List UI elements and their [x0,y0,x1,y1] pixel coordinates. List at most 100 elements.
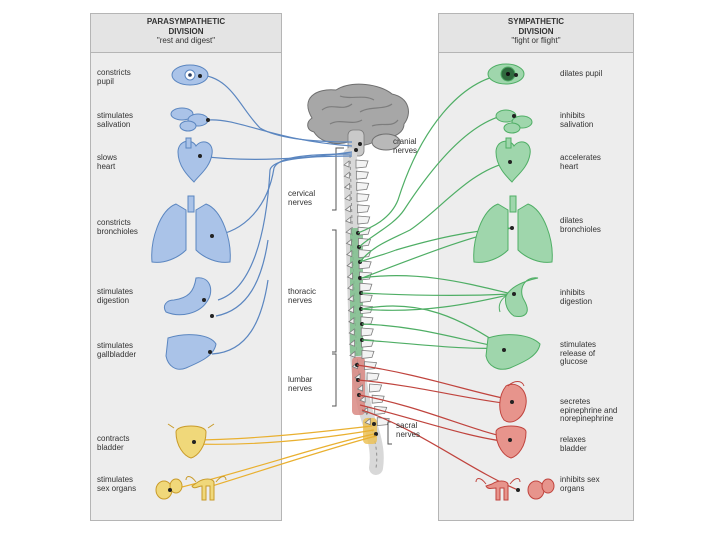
symp-effect-line: heart [560,161,579,171]
para-effect-line: pupil [97,76,114,86]
symp-effect-heart: accelerates heart [560,153,601,171]
nerve-label-line: sacral [396,421,418,430]
symp-effect-line: dilates pupil [560,69,603,78]
nerve-label-line: lumbar [288,375,313,384]
salivary-glands-right [495,109,533,134]
vertebra [343,159,369,169]
symp-effect-line: secretes [560,397,591,406]
nerve-label-line: nerves [288,383,313,393]
symp-effect-line: inhibits [560,288,585,297]
sacral-nerves-label: sacral nerves [396,421,421,439]
symp-effect-bladder: relaxes bladder [560,435,587,453]
nerve-label-line: nerves [396,429,421,439]
vertebra [346,260,372,270]
para-effect-line: sex organs [97,483,137,493]
para-effect-line: stimulates [97,111,134,120]
vertebra [345,237,371,247]
para-effect-line: constricts [97,218,131,227]
vertebra [364,417,390,427]
vertebra [359,394,385,404]
vertebra [343,170,369,180]
sex-organs-left [155,476,227,501]
region-brackets [332,147,392,445]
lungs-left [151,195,231,263]
vertebra [347,282,373,292]
lumbar-nerves-label: lumbar nerves [288,375,313,393]
symp-effect-sex-organs: inhibits sex organs [560,475,600,493]
symp-effect-digestion: inhibits digestion [560,288,592,306]
para-effect-bronchioles: constricts bronchioles [97,218,138,236]
parasympathetic-title-2: DIVISION [168,26,204,36]
para-effect-salivation: stimulates salivation [97,111,134,129]
para-effect-digestion: stimulates digestion [97,287,134,305]
adrenal-gland-right [499,381,527,423]
parasympathetic-title: PARASYMPATHETIC [146,17,226,26]
para-effect-sex-organs: stimulates sex organs [97,475,137,493]
sex-organs-right [475,478,555,501]
para-effect-line: digestion [97,295,130,305]
vertebra [343,181,370,191]
para-effect-heart: slows heart [97,153,118,171]
vertebra [348,316,374,326]
symp-effect-line: bronchioles [560,224,601,234]
symp-effect-salivation: inhibits salivation [560,111,593,129]
nerve-label-line: cervical [288,189,316,198]
symp-effect-pupil: dilates pupil [560,69,603,79]
bladder-left [167,423,215,459]
para-effect-line: bladder [97,442,124,452]
nerve-label-line: cranial [393,137,417,146]
thoracic-nerves-label: thoracic nerves [288,287,317,305]
para-effect-pupil: constricts pupil [97,68,131,86]
nerve-label-line: nerves [288,295,313,305]
heart-right [495,137,531,183]
vertebrae [343,159,390,427]
sympathetic-subtitle: "fight or flight" [511,36,561,45]
para-effect-line: constricts [97,68,131,77]
parasympathetic-subtitle: "rest and digest" [156,36,216,45]
sympathetic-panel [438,13,634,521]
para-effect-gallbladder: stimulates gallbladder [97,341,137,359]
vertebra [344,193,370,203]
cranial-nerves-label: cranial nerves [393,137,418,155]
brain [307,83,409,157]
symp-effect-line: epinephrine and [560,405,618,415]
para-effect-line: stimulates [97,475,134,484]
stomach-right [498,277,539,317]
nerve-label-line: nerves [393,145,418,155]
symp-effect-line: glucose [560,357,588,367]
vertebra [361,405,388,415]
symp-effect-adrenal: secretes epinephrine and norepinephrine [560,397,618,424]
para-effect-line: bronchioles [97,226,138,236]
para-effect-line: slows [97,153,118,162]
salivary-glands-left [170,107,210,132]
liver-right [485,334,541,370]
nerve-label-line: nerves [288,197,313,207]
para-effect-line: stimulates [97,341,134,350]
sacral-nerves [177,425,377,489]
symp-effect-line: release of [560,348,596,358]
para-effect-line: stimulates [97,287,134,296]
lungs-right [473,195,553,263]
vertebra [344,215,371,225]
symp-effect-line: bladder [560,443,587,453]
heart-left [177,137,213,183]
vertebra [356,383,383,393]
para-effect-line: contracts [97,434,130,443]
symp-effect-line: norepinephrine [560,414,614,424]
para-effect-line: gallbladder [97,349,137,359]
sympathetic-header: SYMPATHETIC DIVISION "fight or flight" [438,13,634,53]
eye-left [171,64,209,86]
vertebra [347,293,373,303]
cervical-nerves-label: cervical nerves [288,189,316,207]
parasympathetic-header: PARASYMPATHETIC DIVISION "rest and diges… [90,13,282,53]
symp-effect-line: dilates [560,216,584,225]
bladder-right [495,425,527,459]
para-effect-line: salivation [97,119,131,129]
vertebra [348,327,374,337]
eye-right [487,63,525,85]
nerve-label-line: thoracic [288,287,317,296]
symp-effect-line: organs [560,483,585,493]
para-effect-line: heart [97,161,116,171]
symp-effect-line: accelerates [560,153,601,162]
